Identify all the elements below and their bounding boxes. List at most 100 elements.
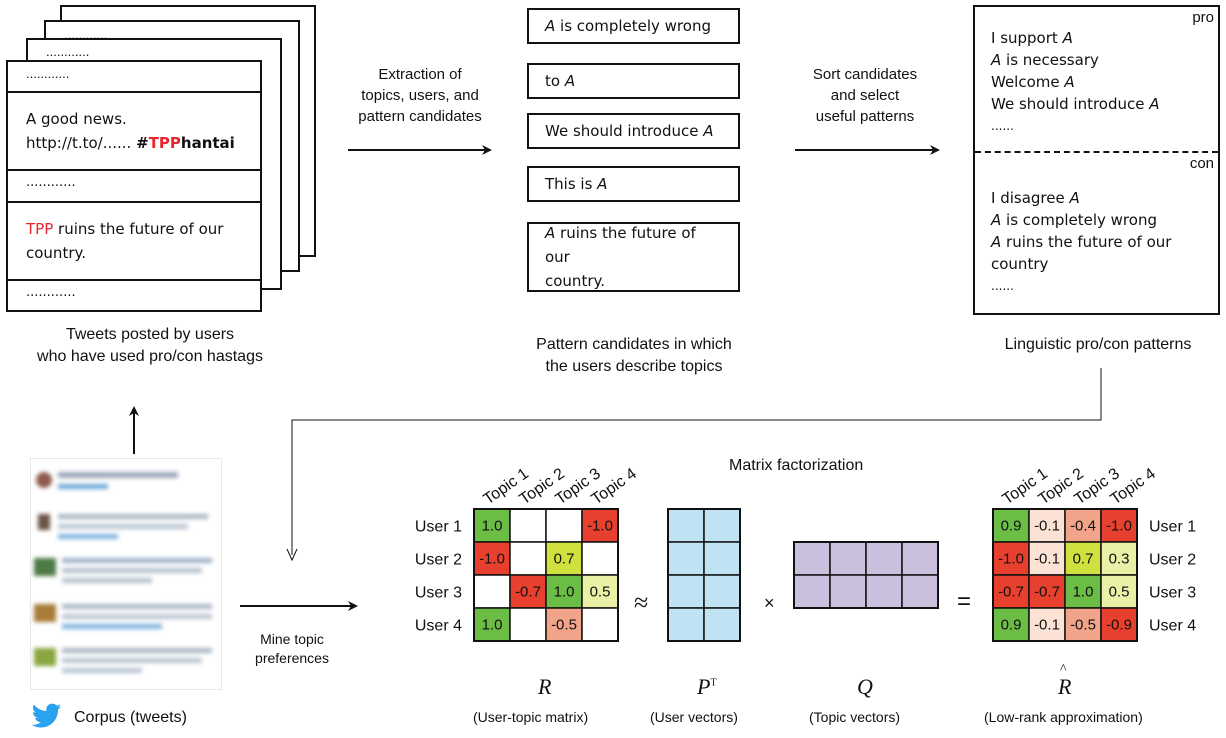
matrix-rhat-user-label-3: User 3 bbox=[1149, 585, 1196, 602]
matrix-rhat-value-r2-c1: -1.0 bbox=[998, 551, 1024, 568]
patterns-caption: Linguistic pro/con patterns bbox=[1004, 336, 1192, 353]
hash-symbol: # bbox=[136, 134, 149, 152]
matrix-r-cell-r3-c2 bbox=[509, 574, 547, 609]
tweets-caption-line2: who have used pro/con hastags bbox=[37, 348, 263, 365]
topic-vector-cell-r2-c4 bbox=[901, 574, 939, 609]
candidate-3: We should introduce A bbox=[527, 113, 740, 149]
matrix-rhat-value-r1-c2: -0.1 bbox=[1034, 518, 1060, 535]
candidate-5-a: A bbox=[545, 224, 556, 242]
extraction-line3: pattern candidates bbox=[358, 108, 482, 125]
equals-symbol: = bbox=[957, 588, 972, 615]
candidate-2: to A bbox=[527, 63, 740, 99]
topic-vector-cell-r1-c1 bbox=[793, 541, 831, 576]
con-pattern-1: I disagree A bbox=[991, 187, 1171, 209]
pro-pattern-4: We should introduce A bbox=[991, 93, 1160, 115]
matrix-rhat-value-r4-c4: -0.9 bbox=[1106, 617, 1132, 634]
extraction-line2: topics, users, and bbox=[361, 87, 479, 104]
symbol-P-letter: P bbox=[697, 674, 711, 699]
matrix-r-cell-r4-c2 bbox=[509, 607, 547, 642]
candidate-1-a: A bbox=[545, 17, 556, 35]
pro-pattern-2-a: A bbox=[991, 51, 1002, 69]
symbol-Rhat-letter: R bbox=[1058, 674, 1072, 699]
corpus-preview bbox=[30, 458, 222, 690]
candidate-5-text: ruins the future of our bbox=[545, 224, 696, 266]
candidate-1: A is completely wrong bbox=[527, 8, 740, 44]
topic-vector-cell-r1-c4 bbox=[901, 541, 939, 576]
candidate-3-a: A bbox=[703, 122, 714, 140]
matrix-r-cell-r1-c2 bbox=[509, 508, 547, 543]
matrix-r-value-r4-c1: 1.0 bbox=[482, 617, 503, 634]
hashtag-hantai: hantai bbox=[180, 134, 235, 152]
matrix-rhat-value-r2-c2: -0.1 bbox=[1034, 551, 1060, 568]
pro-pattern-1: I support A bbox=[991, 27, 1160, 49]
matrix-rhat-user-label-4: User 4 bbox=[1149, 618, 1196, 635]
extraction-line1: Extraction of bbox=[378, 66, 462, 83]
user-vector-cell-r4-c2 bbox=[703, 607, 741, 642]
matrix-rhat-user-label-2: User 2 bbox=[1149, 552, 1196, 569]
candidates-caption: Pattern candidates in which the users de… bbox=[492, 334, 776, 378]
candidate-4: This is A bbox=[527, 166, 740, 202]
corpus-row-5 bbox=[34, 644, 220, 682]
tweet-dots-bottom-row: ............ bbox=[8, 279, 260, 310]
corpus-row-4 bbox=[34, 600, 220, 638]
candidate-4-a: A bbox=[597, 175, 608, 193]
candidate-5-line2: country. bbox=[545, 272, 605, 290]
topic-vector-cell-r1-c2 bbox=[829, 541, 867, 576]
user-vector-cell-r1-c1 bbox=[667, 508, 705, 543]
con-pattern-3-text: ruins the future of our bbox=[1001, 233, 1172, 251]
pattern-box: pro I support A A is necessary Welcome A… bbox=[973, 5, 1220, 315]
tweet-1: A good news. http://t.to/...... #TPPhant… bbox=[8, 91, 260, 171]
symbol-Q: Q bbox=[857, 674, 873, 699]
matrix-r-cell-r2-c2 bbox=[509, 541, 547, 576]
candidate-1-text: is completely wrong bbox=[555, 17, 711, 35]
candidates-caption-line2: the users describe topics bbox=[545, 358, 723, 375]
connector-arrowhead bbox=[286, 548, 298, 562]
candidates-caption-line1: Pattern candidates in which bbox=[536, 336, 732, 353]
tweet-2-tpp: TPP bbox=[26, 220, 54, 238]
matrix-r-cell-r2-c4 bbox=[581, 541, 619, 576]
pro-pattern-5: ...... bbox=[991, 119, 1014, 133]
mine-line2: preferences bbox=[255, 650, 329, 666]
matrix-r-value-r1-c4: -1.0 bbox=[587, 518, 613, 535]
topic-vector-cell-r2-c1 bbox=[793, 574, 831, 609]
pro-pattern-4-a: A bbox=[1149, 95, 1160, 113]
con-pattern-1-a: A bbox=[1069, 189, 1080, 207]
times-symbol: × bbox=[764, 593, 775, 613]
sort-label: Sort candidates and select useful patter… bbox=[790, 64, 940, 127]
pro-pattern-3: Welcome A bbox=[991, 71, 1160, 93]
tweet-2-rest: ruins the future of our bbox=[53, 220, 224, 238]
matrix-r-value-r2-c3: 0.7 bbox=[554, 551, 575, 568]
matrix-r-value-r3-c4: 0.5 bbox=[590, 584, 611, 601]
matrix-rhat-cell-r3-c2 bbox=[1028, 574, 1066, 609]
mine-line1: Mine topic bbox=[260, 631, 324, 647]
pro-patterns: I support A A is necessary Welcome A We … bbox=[991, 27, 1160, 137]
factorization-title: Matrix factorization bbox=[729, 457, 864, 474]
tweets-caption-line1: Tweets posted by users bbox=[65, 326, 235, 343]
matrix-r-cell-r3-c3 bbox=[545, 574, 583, 609]
symbol-R: R bbox=[538, 674, 552, 699]
symbol-P: PT bbox=[697, 674, 717, 700]
matrix-r-border bbox=[473, 508, 619, 642]
candidate-2-text: to bbox=[545, 72, 565, 90]
matrix-rhat-value-r3-c3: 1.0 bbox=[1073, 584, 1094, 601]
extraction-label: Extraction of topics, users, and pattern… bbox=[340, 64, 500, 127]
tweet-dots-row: ............ bbox=[8, 169, 260, 203]
pro-pattern-1-a: A bbox=[1062, 29, 1073, 47]
candidate-5: A ruins the future of our country. bbox=[527, 222, 740, 292]
matrix-rhat-value-r2-c4: 0.3 bbox=[1109, 551, 1130, 568]
pro-pattern-3-a: A bbox=[1064, 73, 1075, 91]
topic-vector-cell-r2-c3 bbox=[865, 574, 903, 609]
matrix-r-cell-r4-c4 bbox=[581, 607, 619, 642]
candidate-3-text: We should introduce bbox=[545, 122, 704, 140]
con-pattern-3-a: A bbox=[991, 233, 1002, 251]
matrix-rhat-value-r4-c2: -0.1 bbox=[1034, 617, 1060, 634]
matrix-rhat-value-r2-c3: 0.7 bbox=[1073, 551, 1094, 568]
pro-pattern-2-text: is necessary bbox=[1001, 51, 1099, 69]
matrix-rhat-value-r4-c1: 0.9 bbox=[1001, 617, 1022, 634]
matrix-r-cell-r2-c1 bbox=[473, 541, 511, 576]
hashtag-tpp: TPP bbox=[148, 134, 181, 152]
con-pattern-2: A is completely wrong bbox=[991, 209, 1171, 231]
pro-pattern-3-text: Welcome bbox=[991, 73, 1065, 91]
pro-pattern-1-text: I support bbox=[991, 29, 1063, 47]
tweet-2-line2: country. bbox=[26, 244, 86, 262]
